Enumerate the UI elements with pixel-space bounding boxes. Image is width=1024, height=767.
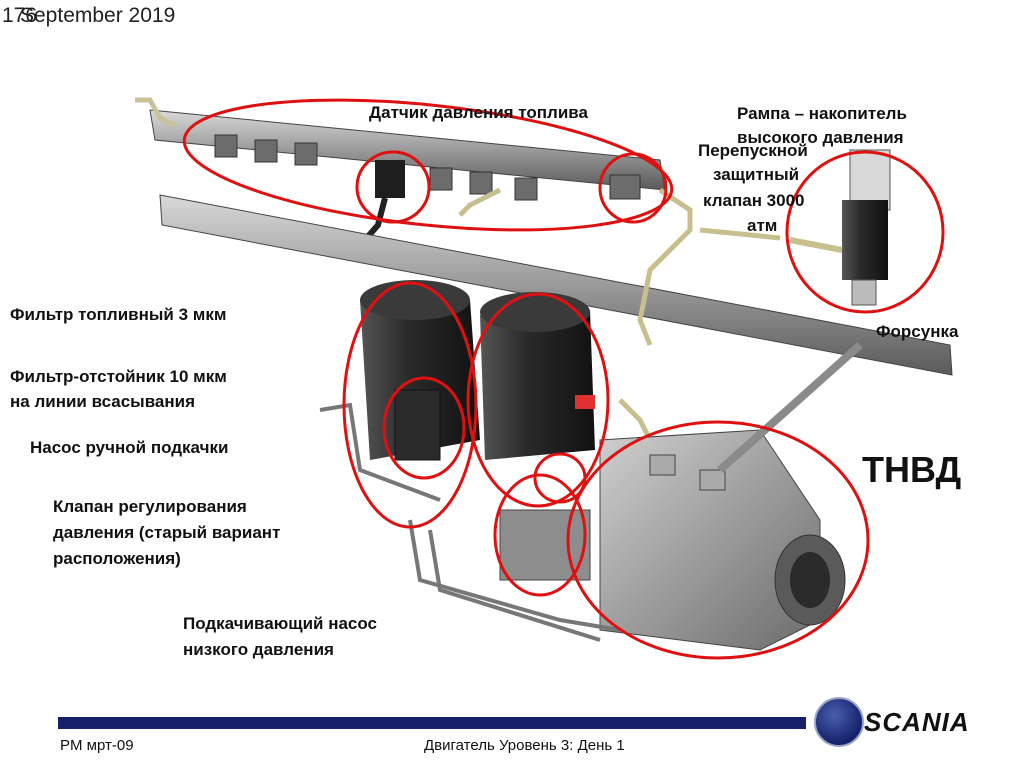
label-rail-line1: Рампа – накопитель [737,103,907,125]
slide-date: September 2019 [20,4,175,28]
label-hand-pump: Насос ручной подкачки [30,437,228,459]
footer-bar [58,717,806,729]
fuel-filters [360,280,595,460]
label-lp-pump-line2: низкого давления [183,639,334,661]
label-filter-10-line1: Фильтр-отстойник 10 мкм [10,366,227,388]
label-valve-line3: расположения) [53,548,181,570]
label-injector: Форсунка [876,321,958,343]
label-hp-pump: ТНВД [862,449,961,491]
highlight-valve [535,454,585,502]
label-bypass-line1: Перепускной [698,140,808,162]
label-valve-line2: давления (старый вариант [53,522,280,544]
scania-wordmark: SCANIA [864,707,970,738]
label-bypass-line2: защитный [713,164,799,186]
footer-left-text: PM мрт-09 [60,737,134,754]
footer-center-text: Двигатель Уровень 3: День 1 [424,737,625,754]
label-filter-10-line2: на линии всасывания [10,391,195,413]
label-pressure-sensor: Датчик давления топлива [369,102,588,124]
label-lp-pump-line1: Подкачивающий насос [183,613,377,635]
scania-logo-icon [814,697,864,747]
high-pressure-pump [600,345,860,650]
label-bypass-line3: клапан 3000 [703,190,805,212]
label-bypass-line4: атм [747,215,777,237]
label-valve-line1: Клапан регулирования [53,496,247,518]
label-filter-3: Фильтр топливный 3 мкм [10,304,226,326]
